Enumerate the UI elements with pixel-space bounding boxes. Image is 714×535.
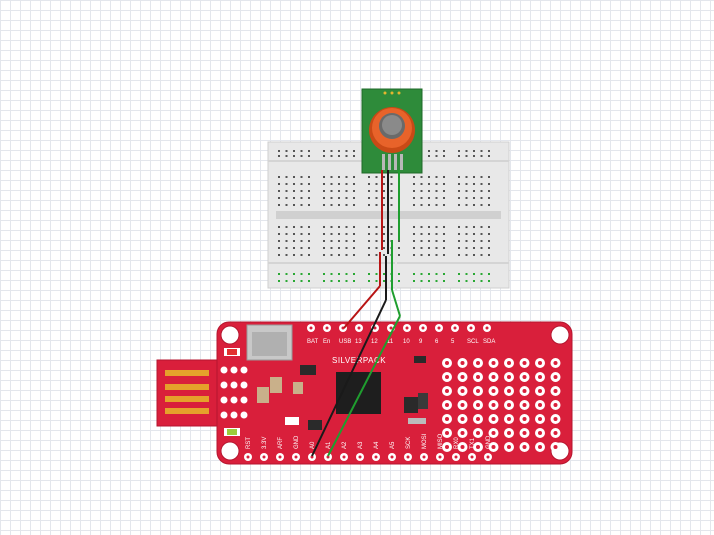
top-header-pins: BAT En USB 13 12 11 10 9 6 5 SCL SDA — [307, 324, 495, 345]
top-pin-label: 12 — [371, 339, 378, 345]
bottom-header-pins: RST 3.3V ARF GND A0 A1 A2 A3 A4 A5 SCK MOSI MISO RX0 T… — [244, 433, 492, 461]
bottom-pin-label: SCK — [406, 437, 412, 449]
microcontroller-chip — [336, 372, 381, 414]
black-wire — [311, 299, 387, 457]
bottom-pin-label: TX1 — [470, 437, 476, 449]
top-pin-label: USB — [339, 339, 351, 345]
red-wire — [343, 285, 381, 329]
top-pin-label: BAT — [307, 339, 319, 345]
bottom-pin-label: MISO — [438, 433, 444, 449]
top-pin-label: 9 — [419, 339, 423, 345]
silverpack-board: SILVERPACK BAT En USB 13 12 11 10 9 6 5 SCL SDA RST… — [216, 321, 573, 465]
bottom-pin-label: A5 — [390, 441, 396, 449]
bottom-pin-label: GND — [294, 435, 300, 449]
bottom-pin-label: 3.3V — [262, 437, 268, 449]
led-red — [227, 349, 237, 355]
breadboard-wires — [379, 170, 400, 300]
bottom-pin-label: RST — [246, 437, 252, 449]
bottom-pin-label: A4 — [374, 441, 380, 449]
usb-connector — [156, 359, 223, 427]
led-green — [227, 429, 237, 435]
bottom-pin-label: A1 — [326, 441, 332, 449]
bottom-pin-label: RX0 — [454, 437, 460, 449]
bottom-pin-label: MOSI — [422, 433, 428, 449]
board-wires — [311, 285, 401, 457]
top-pin-label: 10 — [403, 339, 410, 345]
top-pin-label: SCL — [467, 339, 479, 345]
gas-sensor-module — [361, 88, 423, 174]
reset-button — [285, 417, 299, 425]
bottom-pin-label: A2 — [342, 441, 348, 449]
bottom-pin-label: A3 — [358, 441, 364, 449]
top-pin-label: 11 — [387, 339, 394, 345]
bottom-pin-label: A0 — [310, 441, 316, 449]
top-pin-label: 13 — [355, 339, 362, 345]
bottom-pin-label: GND — [486, 435, 492, 449]
board-brand: SILVERPACK — [332, 356, 386, 365]
bottom-pin-label: ARF — [278, 437, 284, 449]
green-wire — [327, 315, 401, 457]
prototyping-area — [442, 358, 561, 452]
top-pin-label: 6 — [435, 339, 439, 345]
top-pin-label: En — [323, 339, 330, 345]
top-pin-label: 5 — [451, 339, 455, 345]
usb-side-pins — [220, 366, 248, 419]
top-pin-label: SDA — [483, 339, 495, 345]
